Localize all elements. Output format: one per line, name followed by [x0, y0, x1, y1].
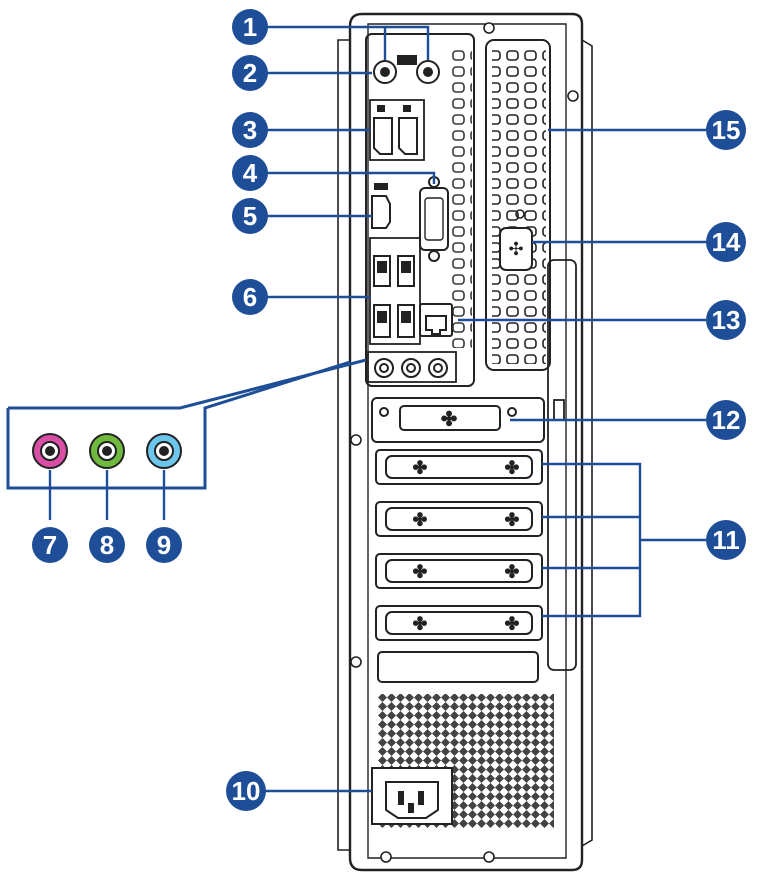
callout-3: 3 [232, 112, 268, 148]
expansion-slots: ✣ ✣ ✣ ✣ ✣ ✣ ✣ ✣ [375, 449, 543, 683]
svg-text:9: 9 [157, 530, 171, 560]
svg-text:✣: ✣ [413, 564, 426, 581]
svg-text:✣: ✣ [505, 512, 518, 529]
svg-text:15: 15 [712, 115, 741, 145]
callout-13: 13 [706, 300, 746, 340]
svg-text:14: 14 [712, 227, 741, 257]
lan-port [419, 303, 453, 337]
callout-7: 7 [32, 527, 68, 563]
svg-text:1: 1 [243, 12, 257, 42]
callout-10: 10 [226, 771, 266, 811]
callout-1: 1 [232, 9, 268, 45]
svg-text:5: 5 [243, 201, 257, 231]
chassis [337, 12, 593, 872]
vga-port [419, 176, 449, 262]
svg-text:7: 7 [43, 530, 57, 560]
svg-text:4: 4 [243, 158, 258, 188]
callout-2: 2 [232, 55, 268, 91]
svg-text:✣: ✣ [505, 616, 518, 633]
svg-text:11: 11 [712, 525, 740, 555]
svg-text:13: 13 [712, 305, 741, 335]
io-shield [365, 33, 475, 387]
svg-text:✣: ✣ [441, 409, 456, 429]
audio-zoom-inset [6, 358, 367, 490]
callout-4: 4 [232, 155, 268, 191]
ps2-ports [373, 55, 440, 84]
svg-text:8: 8 [100, 530, 114, 560]
svg-text:✣: ✣ [505, 564, 518, 581]
callout-12: 12 [706, 400, 746, 440]
svg-text:✣: ✣ [413, 512, 426, 529]
side-vent: ✣ [485, 39, 551, 371]
svg-text:✣: ✣ [508, 239, 523, 259]
callout-14: 14 [706, 222, 746, 262]
svg-text:10: 10 [232, 776, 261, 806]
callout-8: 8 [89, 527, 125, 563]
usb-ports [369, 237, 421, 345]
callout-15: 15 [706, 110, 746, 150]
svg-text:3: 3 [243, 115, 257, 145]
callout-9: 9 [146, 527, 182, 563]
callouts: 1 2 3 4 5 6 7 8 9 10 11 12 13 14 15 [32, 9, 746, 811]
callout-11: 11 [706, 520, 746, 560]
svg-text:6: 6 [243, 282, 257, 312]
svg-text:✣: ✣ [505, 460, 518, 477]
power-connector [371, 767, 453, 825]
hdmi-port [371, 183, 391, 229]
svg-text:2: 2 [243, 58, 257, 88]
svg-text:✣: ✣ [413, 460, 426, 477]
displayport-ports [369, 99, 425, 161]
audio-jacks-panel [367, 351, 457, 383]
callout-5: 5 [232, 198, 268, 234]
svg-text:✣: ✣ [413, 616, 426, 633]
svg-text:12: 12 [712, 405, 741, 435]
leader-lines [48, 25, 706, 793]
callout-6: 6 [232, 279, 268, 315]
